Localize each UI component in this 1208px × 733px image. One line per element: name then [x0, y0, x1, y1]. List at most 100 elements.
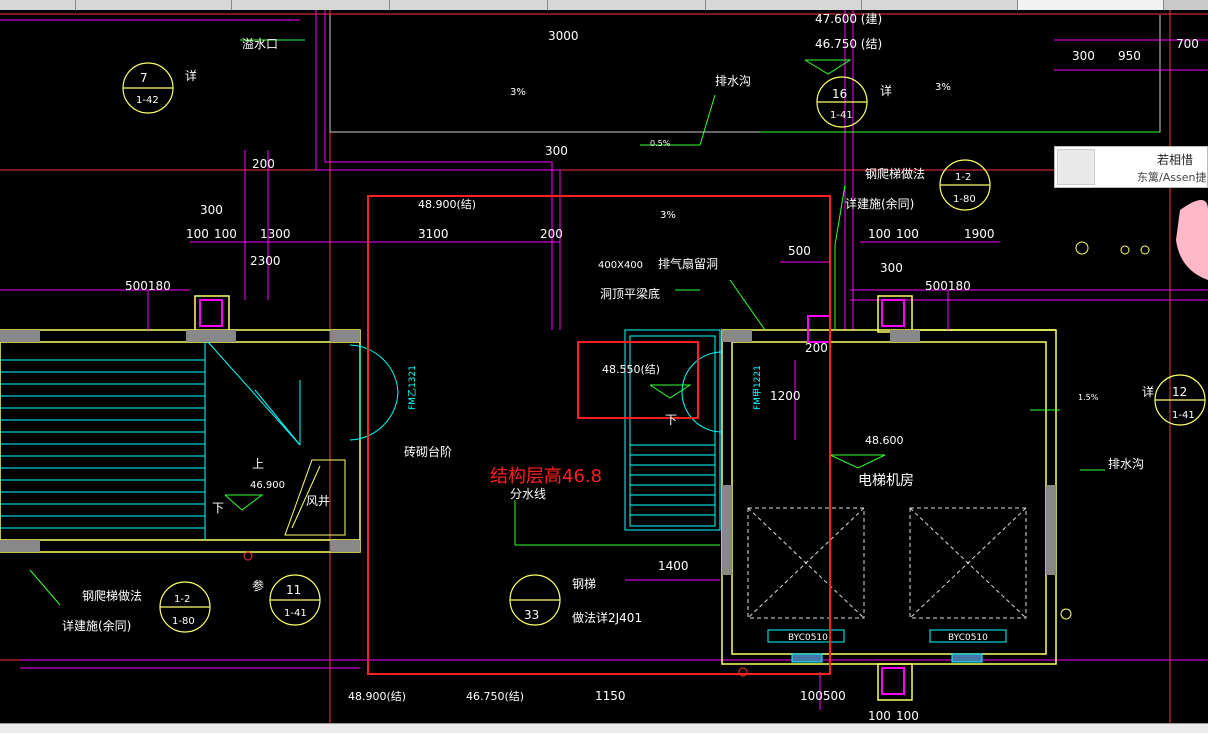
shaft-box	[284, 459, 346, 536]
stair-ref-label: 做法详2J401	[572, 610, 642, 625]
pink-watermark	[1176, 200, 1208, 280]
top-elevation-1: 47.600 (建)	[815, 12, 882, 26]
up-label: 上	[252, 457, 264, 471]
dimension-label: 700	[1176, 37, 1199, 51]
slope-label: 3%	[660, 210, 676, 221]
drain-outline	[329, 15, 1161, 133]
dimension-label: 200	[252, 157, 275, 171]
dimension-label: 100	[896, 709, 919, 723]
dimension-label: 500180	[925, 279, 971, 293]
dimension-label: 100	[868, 227, 891, 241]
slope-label: 1.5%	[1078, 393, 1099, 402]
slope-label: 3%	[935, 82, 951, 93]
dimension-label: 1150	[595, 689, 626, 703]
slope-label: 3%	[510, 87, 526, 98]
drain-label: 排水沟	[715, 74, 751, 88]
parapet-lines	[0, 10, 1208, 669]
elevation-46750-bottom: 46.750(结)	[466, 690, 524, 703]
ref-33-label: 33	[524, 608, 539, 622]
door-label: FM乙1321	[407, 365, 418, 410]
dimension-label: 500180	[125, 279, 171, 293]
shaft-label: 风井	[306, 494, 330, 508]
dimension-label: 300	[1072, 49, 1095, 63]
dimension-label: 1300	[260, 227, 291, 241]
dimension-label: 100500	[800, 689, 846, 703]
detail-word: 详	[185, 68, 197, 83]
down-label: 下	[212, 501, 224, 515]
detail-16-ref: 1-41	[830, 110, 853, 121]
byc-label: BYC0510	[788, 633, 828, 643]
dimension-label: 100	[868, 709, 891, 723]
dimension-label: 300	[200, 203, 223, 217]
stair-center	[624, 329, 721, 531]
dimension-label: 1400	[658, 559, 689, 573]
drawing-tab-active[interactable]	[1018, 0, 1164, 10]
dimension-label: 3100	[418, 227, 449, 241]
leader-lines	[29, 39, 1105, 606]
dimension-label: 950	[1118, 49, 1141, 63]
detail-word: 详	[1142, 384, 1154, 399]
notification-popup[interactable]: 若相惜 东篱/Assen捷	[1054, 146, 1208, 188]
drawing-tab[interactable]	[862, 0, 1018, 10]
dimension-label: 1900	[964, 227, 995, 241]
doors	[349, 344, 723, 441]
dimension-label: 100	[186, 227, 209, 241]
ref-1-2: 1-2	[174, 594, 190, 605]
drawing-tab[interactable]	[232, 0, 390, 10]
dimension-label: 300	[880, 261, 903, 275]
ref-1-80: 1-80	[953, 194, 976, 205]
dimension-label: 200	[540, 227, 563, 241]
song-artist: 东篱/Assen捷	[1137, 171, 1207, 184]
detail-7-label: 7	[140, 71, 148, 85]
vent-size-label: 400X400	[598, 260, 643, 271]
ref-1-2: 1-2	[955, 172, 971, 183]
detail-word: 详	[880, 83, 892, 98]
detail-16-label: 16	[832, 87, 847, 101]
elevation-46900: 46.900	[250, 480, 285, 491]
slope-label: 0.5%	[650, 139, 671, 148]
see-arch-label: 详建施(余同)	[845, 196, 914, 211]
down-label: 下	[665, 413, 677, 427]
door-label: FM甲1221	[752, 365, 763, 410]
elevation-48600: 48.600	[865, 434, 904, 447]
drawing-tab[interactable]	[706, 0, 862, 10]
drawing-tab[interactable]	[548, 0, 706, 10]
elevator-shafts	[747, 507, 1027, 619]
steel-ladder-label: 钢爬梯做法	[865, 166, 925, 181]
top-elevation-2: 46.750 (结)	[815, 37, 882, 51]
dimension-label: 100	[896, 227, 919, 241]
dimension-label: 200	[805, 341, 828, 355]
status-bar	[0, 723, 1208, 733]
elevation-marks	[224, 59, 886, 511]
drain-label: 排水沟	[1108, 457, 1144, 471]
byc-label: BYC0510	[948, 633, 988, 643]
stair-left	[0, 341, 301, 540]
dimension-label: 3000	[548, 29, 579, 43]
elevation-48900: 48.900(结)	[418, 198, 476, 211]
dimension-label: 100	[214, 227, 237, 241]
steel-ladder-label: 钢爬梯做法	[82, 588, 142, 603]
song-title: 若相惜	[1157, 153, 1194, 167]
vent-label-2: 洞顶平梁底	[600, 286, 660, 301]
dimension-label: 2300	[250, 254, 281, 268]
drawing-tab[interactable]	[0, 0, 76, 10]
brick-step-label: 砖砌台阶	[404, 444, 452, 459]
album-thumbnail	[1057, 149, 1095, 185]
dimension-label: 1200	[770, 389, 801, 403]
ref-11-ref: 1-41	[284, 608, 307, 619]
wall-fills	[0, 330, 1056, 575]
dimension-label: 300	[545, 144, 568, 158]
vent-label: 排气扇留洞	[658, 256, 718, 271]
bolt-symbols	[243, 241, 1150, 677]
elevator-room-label: 电梯机房	[858, 473, 914, 489]
drawing-tab[interactable]	[390, 0, 548, 10]
see-arch-label: 详建施(余同)	[62, 618, 131, 633]
ref-1-80: 1-80	[172, 616, 195, 627]
drawing-tab[interactable]	[76, 0, 232, 10]
detail-7-ref: 1-42	[136, 95, 159, 106]
ref-11-label: 11	[286, 583, 301, 597]
cad-drawing-canvas[interactable]: 47.600 (建) 46.750 (结) 溢水口 7 1-42 详 16 1-…	[0, 10, 1208, 723]
divider-label: 分水线	[510, 487, 546, 501]
ref-12-ref: 1-41	[1172, 410, 1195, 421]
dimension-label: 500	[788, 244, 811, 258]
